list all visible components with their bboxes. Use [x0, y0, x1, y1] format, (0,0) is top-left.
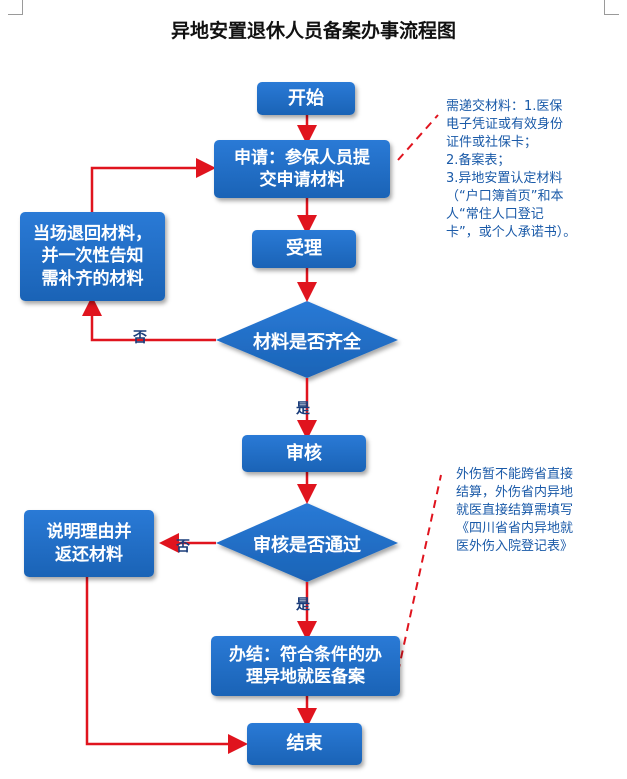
edge-label-yes-complete: 是	[296, 401, 310, 417]
return-label-line3: 需补齐的材料	[41, 268, 144, 289]
injury-note: 外伤暂不能跨省直接 结算，外伤省内异地 就医直接结算需填写 《四川省省内异地就 …	[456, 466, 624, 556]
materials-note-line: 卡”，或个人承诺书）。	[446, 225, 577, 240]
arrow-check-no-to-return	[82, 296, 216, 342]
materials-note-line: 证件或社保卡；	[446, 135, 538, 150]
accept-node: 受理	[252, 230, 356, 268]
edge-label-yes-review: 是	[296, 597, 310, 613]
finish-label-line2: 理异地就医备案	[246, 667, 365, 687]
materials-note-line: 2.备案表；	[446, 153, 511, 168]
injury-note-line: 结算，外伤省内异地	[456, 485, 574, 500]
start-node: 开始	[257, 82, 355, 115]
arrow-return-to-apply	[90, 158, 216, 212]
edge-label-no-complete: 否	[133, 330, 147, 346]
materials-note-line: 电子凭证或有效身份	[446, 117, 564, 132]
crop-mark-top-left	[8, 0, 23, 15]
callout-materials	[397, 114, 439, 161]
page-title: 异地安置退休人员备案办事流程图	[170, 20, 456, 42]
end-label: 结束	[286, 733, 323, 755]
materials-note-line: 3.异地安置认定材料	[446, 171, 563, 186]
injury-note-line: 外伤暂不能跨省直接	[456, 467, 574, 482]
materials-note-line: 需递交材料：1.医保	[446, 99, 563, 114]
review-label: 审核	[286, 442, 322, 464]
review-node: 审核	[242, 435, 366, 472]
edge-label-no-review: 否	[176, 539, 190, 555]
finish-node: 办结：符合条件的办 理异地就医备案	[211, 636, 400, 696]
decision-complete-shape	[216, 301, 398, 378]
explain-label-line1: 说明理由并	[46, 522, 132, 543]
return-materials-node: 当场退回材料， 并一次性告知 需补齐的材料	[20, 212, 165, 301]
apply-label-line1: 申请：参保人员提	[234, 147, 370, 168]
decision-review-label: 审核是否通过	[253, 535, 361, 556]
injury-note-line: 医外伤入院登记表》	[456, 539, 574, 554]
explain-label-line2: 返还材料	[55, 544, 123, 565]
decision-complete-label: 材料是否齐全	[253, 332, 361, 353]
start-label: 开始	[288, 87, 324, 109]
return-label-line1: 当场退回材料，	[33, 224, 152, 245]
explain-return-node: 说明理由并 返还材料	[24, 510, 154, 577]
injury-note-line: 就医直接结算需填写	[456, 503, 574, 518]
finish-label-line1: 办结：符合条件的办	[229, 644, 382, 665]
materials-note-line: （“户口簿首页”和本	[446, 189, 564, 204]
return-label-line2: 并一次性告知	[41, 246, 144, 267]
accept-label: 受理	[286, 238, 322, 260]
apply-label-line2: 交申请材料	[259, 170, 345, 190]
callout-injury	[397, 474, 442, 673]
materials-note-line: 人“常住人口登记	[446, 207, 544, 222]
arrow-explain-to-end	[85, 577, 248, 754]
injury-note-line: 《四川省省内异地就	[456, 521, 574, 536]
end-node: 结束	[247, 723, 362, 765]
crop-mark-top-right	[604, 0, 619, 15]
apply-node: 申请：参保人员提 交申请材料	[214, 140, 390, 198]
materials-note: 需递交材料：1.医保 电子凭证或有效身份 证件或社保卡； 2.备案表； 3.异地…	[446, 98, 622, 242]
decision-review-shape	[216, 503, 398, 582]
